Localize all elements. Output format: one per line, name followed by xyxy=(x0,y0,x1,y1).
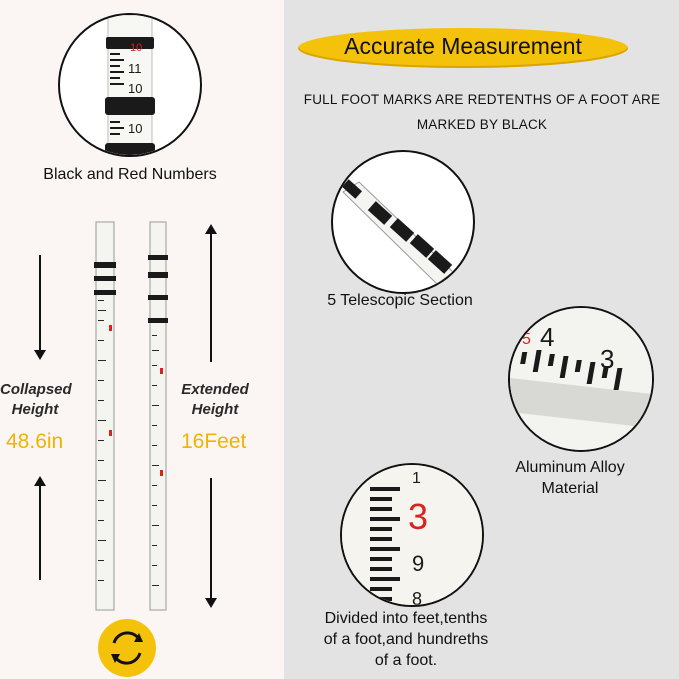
extended-label-line1: Extended xyxy=(181,381,249,398)
numbers-zoom-image: 10 11 10 10 xyxy=(58,13,202,157)
collapsed-label-line1: Collapsed xyxy=(0,381,72,398)
svg-text:10: 10 xyxy=(130,42,142,54)
divisions-caption: Divided into feet,tenths of a foot,and h… xyxy=(306,608,506,671)
svg-text:11: 11 xyxy=(128,61,142,76)
rotate-360-icon[interactable] xyxy=(98,619,156,677)
aluminum-zoom-image: 4 3 5 xyxy=(508,306,654,452)
collapsed-value: 48.6in xyxy=(6,430,64,453)
svg-text:5: 5 xyxy=(522,331,531,348)
svg-text:4: 4 xyxy=(540,322,554,352)
collapsed-label-line2: Height xyxy=(11,401,59,418)
svg-text:9: 9 xyxy=(412,551,424,576)
header-title: Accurate Measurement xyxy=(344,33,582,59)
divisions-caption-line1: Divided into feet,tenths xyxy=(324,610,488,627)
header-pill xyxy=(298,28,628,68)
subtitle-line2: MARKED BY BLACK xyxy=(416,117,548,132)
svg-text:10: 10 xyxy=(128,81,142,96)
svg-text:1: 1 xyxy=(412,470,421,487)
svg-text:3: 3 xyxy=(408,496,428,537)
svg-text:10: 10 xyxy=(128,121,142,136)
extended-label-line2: Height xyxy=(191,401,239,418)
extended-label: Extended Height xyxy=(172,380,258,420)
divisions-caption-line2: of a foot,and hundreths xyxy=(323,631,489,648)
svg-text:8: 8 xyxy=(412,589,422,605)
aluminum-caption-line1: Aluminum Alloy xyxy=(515,459,625,476)
telescopic-caption: 5 Telescopic Section xyxy=(327,292,473,309)
subtitle-line1: FULL FOOT MARKS ARE REDTENTHS OF A FOOT … xyxy=(303,92,661,107)
leveling-rods xyxy=(34,221,217,611)
divisions-caption-line3: of a foot. xyxy=(374,652,438,669)
aluminum-caption-line2: Material xyxy=(541,480,599,497)
collapsed-label: Collapsed Height xyxy=(0,380,72,420)
numbers-caption: Black and Red Numbers xyxy=(43,166,217,183)
extended-value: 16Feet xyxy=(181,430,247,453)
svg-text:3: 3 xyxy=(600,344,614,374)
divisions-zoom-image: 3 9 1 8 xyxy=(340,463,484,607)
telescopic-zoom-image xyxy=(331,150,475,294)
aluminum-caption: Aluminum Alloy Material xyxy=(500,457,640,499)
